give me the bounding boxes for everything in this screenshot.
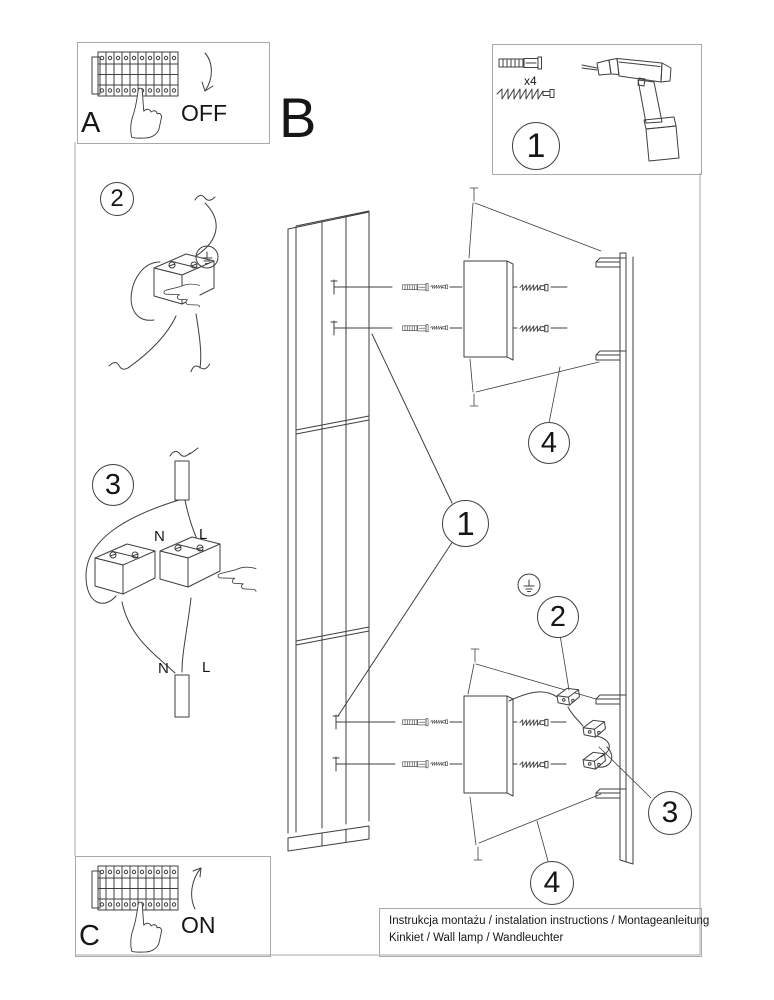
- bracket-top-assembly: [330, 187, 602, 424]
- dowel-quantity-label: x4: [524, 74, 537, 88]
- callout-wiring-right-3: 3: [648, 791, 692, 835]
- callout-lamp-1: 1: [442, 500, 489, 547]
- callout1-leaders: [337, 333, 454, 717]
- footer-caption: Instrukcja montażu / instalation instruc…: [389, 913, 709, 947]
- section-b-label: B: [279, 86, 317, 149]
- bracket-bottom-assembly: [332, 648, 602, 862]
- section-a-box: [77, 42, 270, 144]
- callout-wiring-left-3: 3: [92, 464, 134, 506]
- power-off-label: OFF: [181, 100, 227, 126]
- power-on-label: ON: [181, 912, 216, 938]
- callout-mount-top-4: 4: [528, 422, 570, 464]
- wall-lamp-body: [287, 210, 370, 852]
- section-c-label: C: [79, 920, 100, 952]
- parts-box: [492, 44, 702, 175]
- callout-connect-right-2: 2: [537, 596, 579, 638]
- callout-parts-1: 1: [512, 122, 560, 170]
- footer-line-2: Kinkiet / Wall lamp / Wandleuchter: [389, 932, 564, 944]
- connector-step2-illustration: [108, 194, 219, 373]
- drill-icon: [581, 58, 680, 162]
- callout-mount-bottom-4: 4: [530, 861, 574, 905]
- callout-connect-left-2: 2: [100, 182, 134, 216]
- wire-live-top-label: L: [199, 526, 208, 543]
- section-c-box: [75, 856, 271, 957]
- wire-neutral-bottom-label: N: [158, 660, 169, 677]
- footer-line-1: Instrukcja montażu / instalation instruc…: [389, 915, 710, 927]
- screw-icon: [496, 88, 555, 100]
- connectors-bottom: [508, 573, 652, 799]
- section-a-label: A: [81, 107, 101, 139]
- wire-neutral-top-label: N: [154, 528, 165, 545]
- wire-live-bottom-label: L: [202, 659, 211, 676]
- wiring-step3-illustration: [85, 447, 257, 718]
- main-frame-lines: [74, 142, 701, 956]
- mounting-rail: [595, 252, 634, 865]
- footer-box: [379, 908, 702, 957]
